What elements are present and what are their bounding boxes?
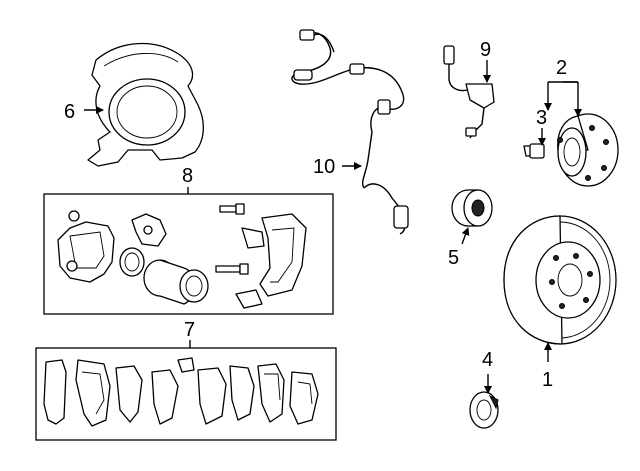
wheel-speed-sensor bbox=[443, 45, 495, 139]
hub-bolt bbox=[523, 143, 545, 159]
wheel-bearing bbox=[451, 189, 493, 227]
callout-4: 4 bbox=[482, 349, 493, 371]
hub-assembly bbox=[557, 113, 619, 187]
brake-pad-kit-box bbox=[35, 347, 337, 441]
callout-10: 10 bbox=[313, 156, 335, 178]
abs-sensor-wire bbox=[291, 29, 409, 235]
hub-nut bbox=[469, 391, 499, 429]
callout-7: 7 bbox=[184, 319, 195, 341]
callout-6: 6 bbox=[64, 101, 75, 123]
callout-9: 9 bbox=[480, 39, 491, 61]
brake-rotor bbox=[503, 215, 617, 345]
callout-1: 1 bbox=[542, 369, 553, 391]
callout-3: 3 bbox=[536, 107, 547, 129]
dust-shield bbox=[87, 42, 204, 167]
callout-2: 2 bbox=[556, 57, 567, 79]
callout-8: 8 bbox=[182, 165, 193, 187]
caliper-assembly bbox=[57, 203, 307, 309]
brake-pads bbox=[43, 357, 319, 427]
callout-5: 5 bbox=[448, 247, 459, 269]
